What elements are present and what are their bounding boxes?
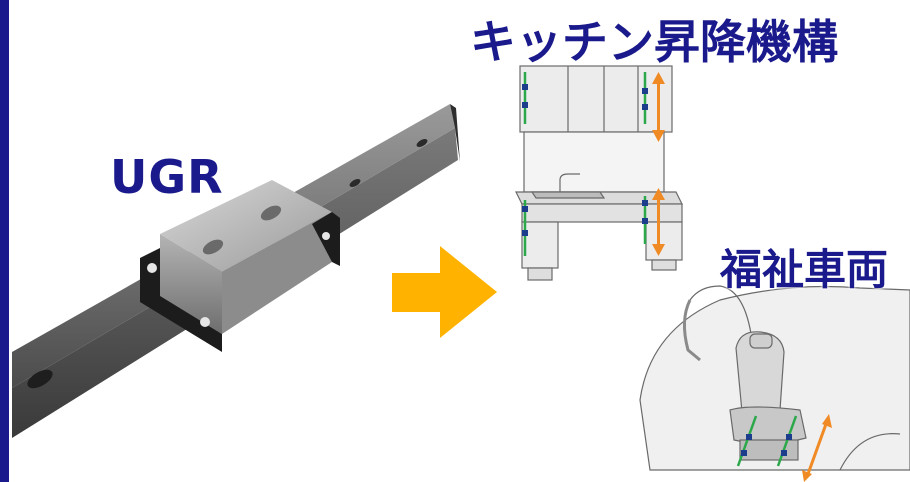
- welfare-vehicle-label: 福祉車両: [720, 245, 889, 294]
- kitchen-lift-label: キッチン昇降機構: [470, 15, 838, 69]
- linear-guide-image: [12, 104, 460, 438]
- product-name-label: UGR: [110, 150, 224, 204]
- kitchen-cabinet-image: [515, 65, 683, 281]
- left-accent-bar: [0, 0, 9, 482]
- right-arrow-icon: [392, 246, 497, 338]
- kitchen-motion-arrows: [652, 72, 665, 256]
- seat-guide-marks: [736, 415, 798, 467]
- vehicle-seat-image: [639, 285, 910, 471]
- seat-motion-arrow: [802, 414, 832, 482]
- kitchen-guide-marks: [522, 72, 648, 256]
